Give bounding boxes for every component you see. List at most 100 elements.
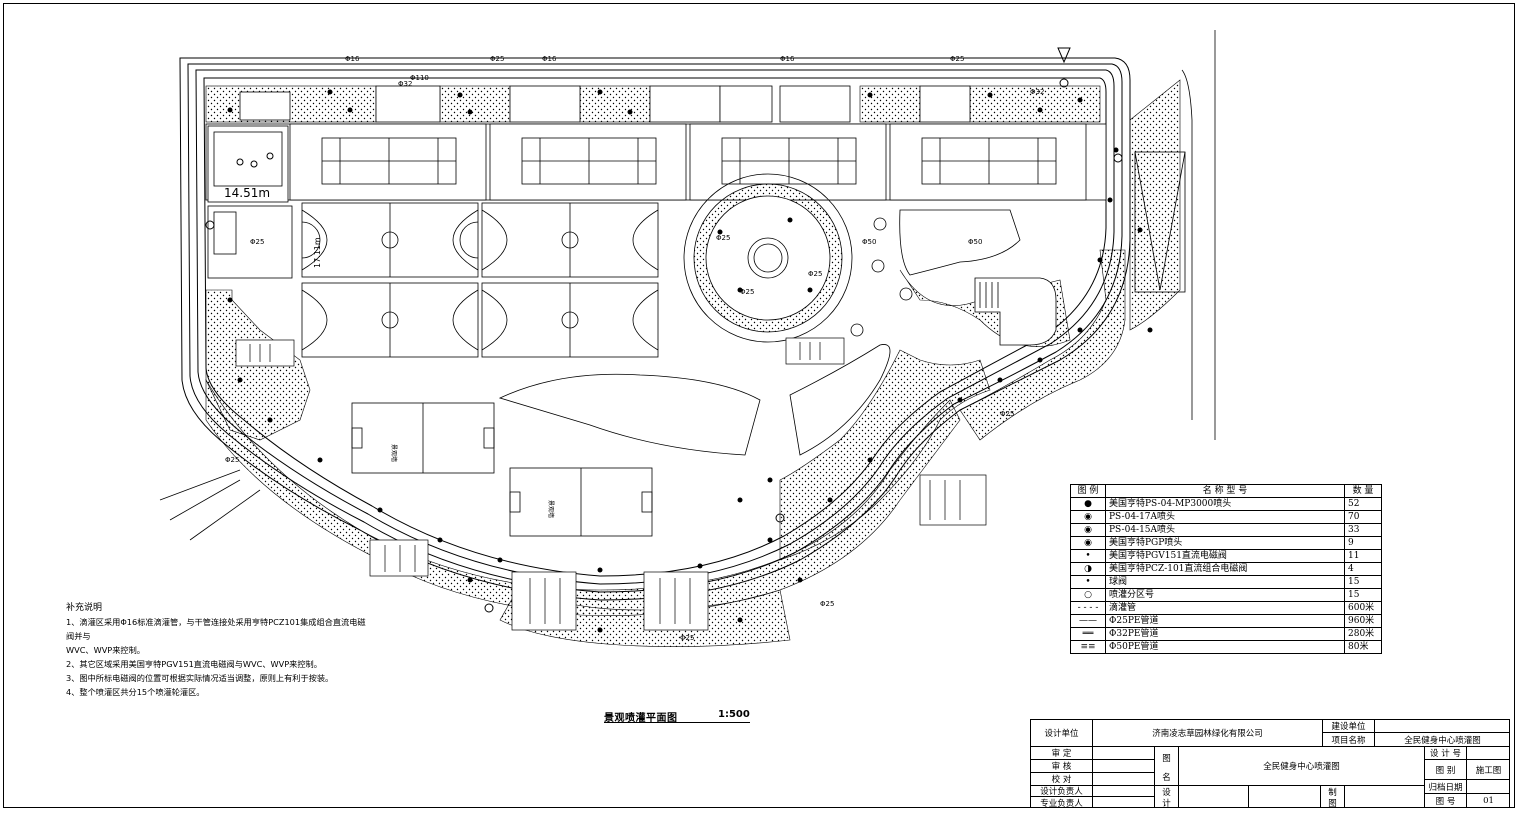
dimension-label-14-51m: 14.51m: [224, 186, 270, 200]
dimension-label-17-11m: 17.11m: [313, 237, 322, 268]
legend-header-qty: 数 量: [1344, 484, 1382, 498]
pipe-label: Φ16: [345, 55, 360, 63]
legend-item-name: 美国亨特PGV151直流电磁阀: [1105, 549, 1345, 563]
cross-dot-icon: •: [1070, 575, 1106, 589]
sheet-no-label: 图 号: [1425, 794, 1467, 808]
project-name: 全民健身中心喷灌图: [1375, 733, 1510, 747]
legend-item-name: 美国亨特PS-04-MP3000喷头: [1105, 497, 1345, 511]
court-labels: 景观墙 景观墙: [390, 444, 555, 518]
right-plaza: [899, 151, 1186, 346]
valve-boxes: [235, 337, 987, 631]
court-label: 景观墙: [547, 500, 555, 518]
legend-item-qty: 11: [1344, 549, 1382, 563]
legend-item-qty: 70: [1344, 510, 1382, 524]
triple-line-icon: ≡≡: [1070, 640, 1106, 654]
dot-small-icon: ●: [1070, 497, 1106, 511]
basketball-courts: [301, 202, 659, 358]
pipe-label: Φ110: [410, 74, 429, 82]
note-item: 1、滴灌区采用Φ16标准滴灌管，与干管连接处采用亨特PCZ101集成组合直流电磁…: [66, 617, 366, 641]
design-label-2: 计: [1155, 797, 1179, 809]
design-no-value: [1467, 747, 1510, 760]
legend-item-name: Φ32PE管道: [1105, 627, 1345, 641]
double-line-icon: ══: [1070, 627, 1106, 641]
pipe-label: Φ25: [820, 600, 834, 608]
legend-item-name: 球阀: [1105, 575, 1345, 589]
legend-item-name: PS-04-17A喷头: [1105, 510, 1345, 524]
pipe-label: Φ32: [1030, 88, 1044, 96]
project-label: 项目名称: [1323, 733, 1375, 747]
sheet-no-value: 01: [1483, 796, 1494, 806]
single-line-icon: ——: [1070, 614, 1106, 628]
design-value-2: [1249, 786, 1321, 808]
design-no-label: 设 计 号: [1425, 747, 1467, 760]
dot-ring-small-icon: •: [1070, 549, 1106, 563]
pipe-label: Φ25: [808, 270, 822, 278]
title-underline: [604, 722, 750, 723]
check-label: 审 核: [1031, 760, 1093, 773]
legend-item-qty: 33: [1344, 523, 1382, 537]
drawing-label-2: 名: [1155, 769, 1179, 786]
drawing-name: 全民健身中心喷灌图: [1179, 747, 1425, 786]
draw-label-2: 图: [1321, 797, 1345, 809]
circular-plaza: [683, 173, 913, 400]
pipe-label: Φ50: [862, 238, 876, 246]
legend-item-name: PS-04-15A喷头: [1105, 523, 1345, 537]
valve-markers: [205, 47, 1123, 613]
legend-item-qty: 80米: [1344, 640, 1382, 654]
design-label-1: 设: [1155, 786, 1179, 798]
pipe-label: Φ25: [716, 234, 730, 242]
legend-item-qty: 960米: [1344, 614, 1382, 628]
designer-value: [1093, 786, 1155, 797]
draw-label: 制: [1321, 786, 1345, 798]
notes-title: 补充说明: [66, 603, 103, 613]
drawing-scale: 1:500: [718, 709, 750, 720]
supplementary-notes: 补充说明 1、滴灌区采用Φ16标准滴灌管，与干管连接处采用亨特PCZ101集成组…: [66, 601, 366, 699]
pipe-size-labels: Φ16 Φ16 Φ16 Φ25 Φ25 Φ110 Φ32 Φ32 Φ25 Φ25…: [225, 55, 1044, 642]
pipe-label: Φ25: [250, 238, 264, 246]
proof-label: 校 对: [1031, 773, 1093, 786]
curved-walkways: [159, 30, 1216, 541]
category-label: 图 别: [1425, 760, 1467, 780]
dot-ring-icon: ◉: [1070, 510, 1106, 524]
legend-item-name: 滴灌管: [1105, 601, 1345, 615]
drawing-label-1: 图: [1155, 747, 1179, 769]
draw-value: [1345, 786, 1425, 808]
note-item: 3、图中所标电磁阀的位置可根据实际情况适当调整，原则上有利于按装。: [66, 673, 334, 683]
design-value: [1179, 786, 1249, 808]
legend-item-qty: 15: [1344, 575, 1382, 589]
drawing-frame: [3, 3, 1515, 808]
legend-header-name: 名 称 型 号: [1105, 484, 1345, 498]
legend-item-qty: 15: [1344, 588, 1382, 602]
dot-ring-small-icon: ◉: [1070, 523, 1106, 537]
designer-label: 设计负责人: [1031, 786, 1093, 797]
pipe-label: Φ32: [398, 80, 412, 88]
pipe-label: Φ25: [1000, 410, 1014, 418]
legend-item-qty: 9: [1344, 536, 1382, 550]
client-value: [1375, 720, 1510, 733]
top-structures: [205, 85, 1107, 279]
note-item: WVC、WVP来控制。: [66, 645, 145, 655]
dash-line-icon: - - - -: [1070, 601, 1106, 615]
half-circle-icon: ◑: [1070, 562, 1106, 576]
soccer-fields: [351, 402, 653, 537]
legend-item-name: Φ25PE管道: [1105, 614, 1345, 628]
legend-item-name: Φ50PE管道: [1105, 640, 1345, 654]
sprinkler-heads: [227, 89, 1153, 633]
pipe-label: Φ25: [490, 55, 504, 63]
review-value: [1093, 747, 1155, 760]
title-block: 设计单位 济南凌志草园林绿化有限公司 建设单位 项目名称 全民健身中心喷灌图 审…: [1030, 719, 1510, 809]
court-label: 景观墙: [390, 444, 398, 462]
legend-header-symbol: 图 例: [1070, 484, 1106, 498]
